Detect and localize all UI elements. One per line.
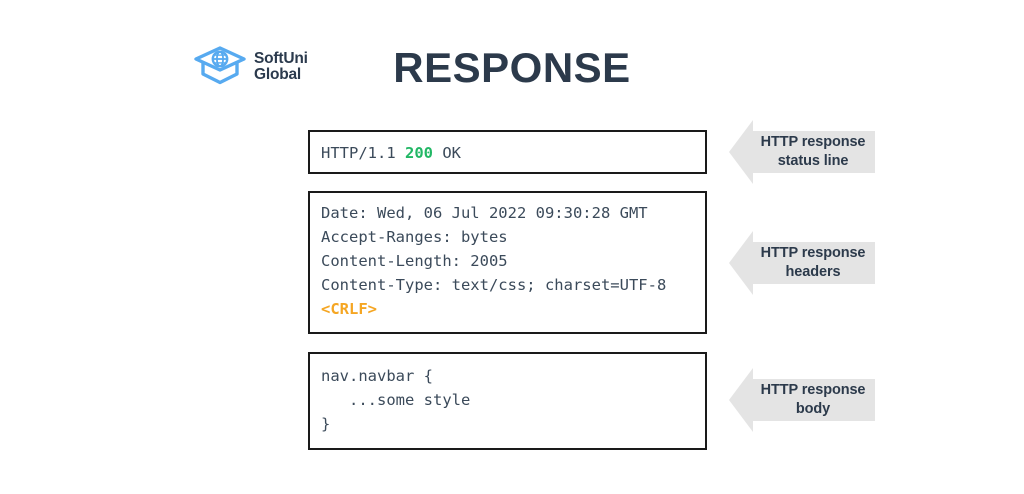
left-arrow-shape-icon <box>729 120 875 184</box>
logo-wordmark-line1: SoftUni <box>254 50 308 68</box>
callout-status-line: HTTP response status line <box>729 118 875 186</box>
code-token: HTTP/1.1 <box>321 144 405 162</box>
left-arrow-shape-icon <box>729 231 875 295</box>
code-line: <CRLF> <box>321 297 705 321</box>
code-line: } <box>321 412 705 436</box>
code-line: Content-Length: 2005 <box>321 249 705 273</box>
code-token: 200 <box>405 144 433 162</box>
callout-line-2: body <box>795 401 831 417</box>
callout-line-2: headers <box>785 264 841 280</box>
code-token: <CRLF> <box>321 300 377 318</box>
logo-wordmark: SoftUni Global <box>254 51 308 83</box>
code-block-status-line: HTTP/1.1 200 OK <box>308 130 707 174</box>
code-token: } <box>321 415 331 433</box>
callout-line-1: HTTP response <box>760 382 866 398</box>
code-token: Content-Type: text/css; charset=UTF-8 <box>321 276 667 294</box>
code-line: ...some style <box>321 388 705 412</box>
callout-headers-label: HTTP response headers <box>729 244 875 282</box>
callout-line-2: status line <box>777 153 849 169</box>
callout-line-1: HTTP response <box>760 245 866 261</box>
code-token: ...some style <box>321 391 471 409</box>
code-token: Content-Length: 2005 <box>321 252 508 270</box>
code-line: nav.navbar { <box>321 364 705 388</box>
softuni-global-logo: SoftUni Global <box>194 46 308 88</box>
page-title: RESPONSE <box>393 44 631 91</box>
callout-status-line-label: HTTP response status line <box>729 133 875 171</box>
code-line: Accept-Ranges: bytes <box>321 225 705 249</box>
logo-wordmark-line2: Global <box>254 66 302 83</box>
code-line: Content-Type: text/css; charset=UTF-8 <box>321 273 705 297</box>
code-line: Date: Wed, 06 Jul 2022 09:30:28 GMT <box>321 201 705 225</box>
code-token: nav.navbar { <box>321 367 433 385</box>
left-arrow-shape-icon <box>729 368 875 432</box>
code-token: OK <box>433 144 461 162</box>
code-block-headers: Date: Wed, 06 Jul 2022 09:30:28 GMT Accep… <box>308 191 707 334</box>
code-token: Accept-Ranges: bytes <box>321 228 508 246</box>
callout-body: HTTP response body <box>729 366 875 434</box>
code-token: Date: Wed, 06 Jul 2022 09:30:28 GMT <box>321 204 648 222</box>
code-block-body: nav.navbar { ...some style} <box>308 352 707 450</box>
callout-line-1: HTTP response <box>760 134 866 150</box>
callout-headers: HTTP response headers <box>729 229 875 297</box>
callout-body-label: HTTP response body <box>729 381 875 419</box>
code-line: HTTP/1.1 200 OK <box>321 141 705 165</box>
graduation-cap-globe-icon <box>194 46 246 85</box>
